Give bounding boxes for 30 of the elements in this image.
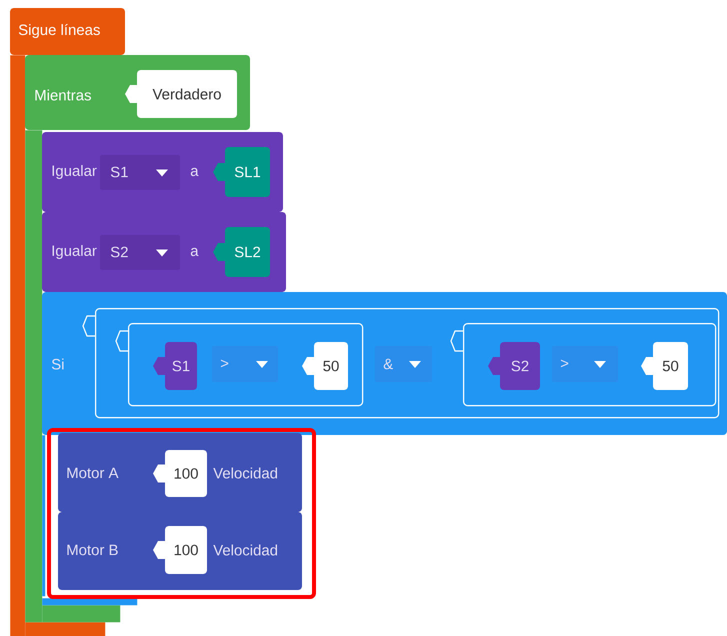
block-arm [42,435,46,596]
block-arm [42,605,120,622]
dropdown-field: S1 [100,155,180,190]
dropdown-field: S2 [100,235,180,270]
condition-slot [450,323,716,406]
value-input: SL1 [213,147,270,197]
value-input: 50 [641,342,688,390]
node-label: Velocidad [213,468,278,478]
value-input: S1 [153,342,197,390]
dropdown-field: & [375,346,432,382]
value-input: 100 [153,526,207,574]
node-label: Motor A [67,468,118,478]
value-input: Verdadero [125,70,237,118]
dropdown-field: > [552,346,618,382]
block-arm [25,622,106,636]
node-label: Igualar [52,165,97,179]
highlight-frame [47,428,316,599]
node-label: Velocidad [213,544,278,556]
value-input: SL2 [213,227,270,277]
node-label: Motor B [67,544,118,556]
dropdown-field: > [212,346,278,382]
value-input: S2 [488,342,540,390]
code-block: Sigue líneas [10,8,125,55]
node-label: a [190,248,199,256]
node-label: Igualar [52,245,97,259]
value-input: 100 [153,450,207,497]
condition-slot [82,308,720,418]
value-input: 50 [302,342,348,390]
node-label: a [190,168,199,176]
condition-slot [115,323,364,406]
